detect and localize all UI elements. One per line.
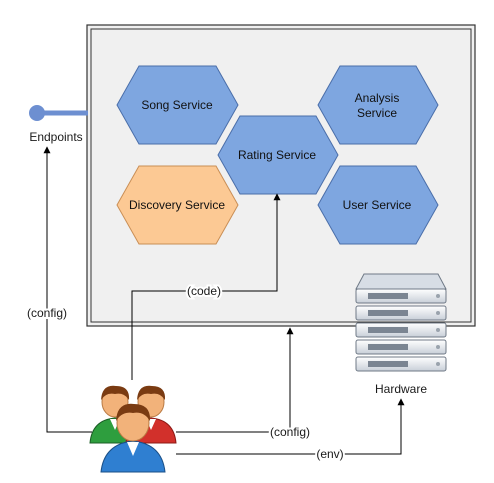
hardware-label: Hardware (375, 382, 427, 396)
song-service-label: Song Service (141, 98, 213, 112)
code-label: (code) (187, 284, 221, 298)
song-service: Song Service (116, 65, 239, 145)
server-rack-icon (355, 273, 447, 372)
config-bottom-label: (config) (270, 425, 310, 439)
discovery-service-label: Discovery Service (129, 198, 225, 212)
analysis-service: Analysis Service (317, 65, 439, 145)
endpoint-icon (29, 105, 88, 121)
connector-env (176, 398, 405, 455)
rating-service: Rating Service (217, 115, 339, 195)
discovery-service: Discovery Service (116, 165, 239, 245)
connector-config-container (176, 327, 294, 433)
connector-code (131, 193, 281, 380)
user-service: User Service (317, 165, 439, 245)
user-service-label: User Service (343, 198, 412, 212)
analysis-service-label-line1: Analysis (355, 91, 400, 105)
env-label: (env) (316, 447, 343, 461)
connector-config-endpoints (43, 146, 92, 433)
users-group-icon (89, 385, 177, 473)
config-left-label: (config) (27, 306, 67, 320)
rating-service-label: Rating Service (238, 148, 316, 162)
endpoints-label: Endpoints (29, 130, 82, 144)
analysis-service-label-line2: Service (357, 106, 397, 120)
